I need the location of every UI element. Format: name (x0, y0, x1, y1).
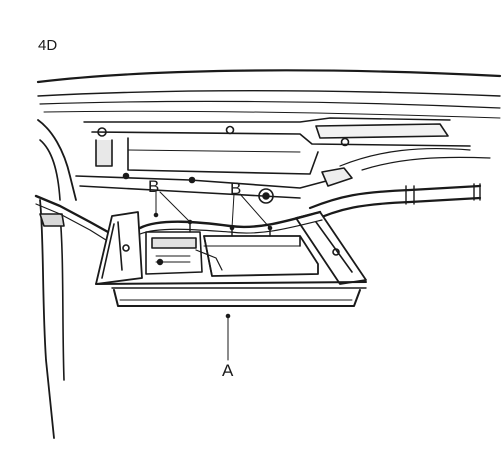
grommet-icon (258, 188, 274, 204)
hood-edge (36, 69, 502, 119)
leader-line-b1-second (159, 191, 191, 223)
bolt-icon (332, 248, 340, 256)
left-fender (34, 119, 110, 439)
cowl-ledge (75, 172, 331, 204)
callout-label-b-right: B (230, 179, 242, 198)
leader-lines (153, 191, 273, 361)
control-module (145, 231, 319, 277)
callout-label-b-left: B (148, 177, 160, 196)
bolt-icon (340, 137, 350, 147)
callout-label-a: A (222, 361, 234, 380)
bolt-icon (97, 127, 107, 137)
bolt-icon (225, 125, 235, 135)
leader-line-b2 (231, 193, 235, 229)
bolt-icon (122, 244, 130, 252)
figure-id: 4D (38, 37, 58, 54)
coolant-hose (308, 147, 491, 224)
upper-panel (83, 117, 471, 175)
battery-tray (95, 211, 367, 307)
leader-line-b2-second (239, 193, 271, 229)
